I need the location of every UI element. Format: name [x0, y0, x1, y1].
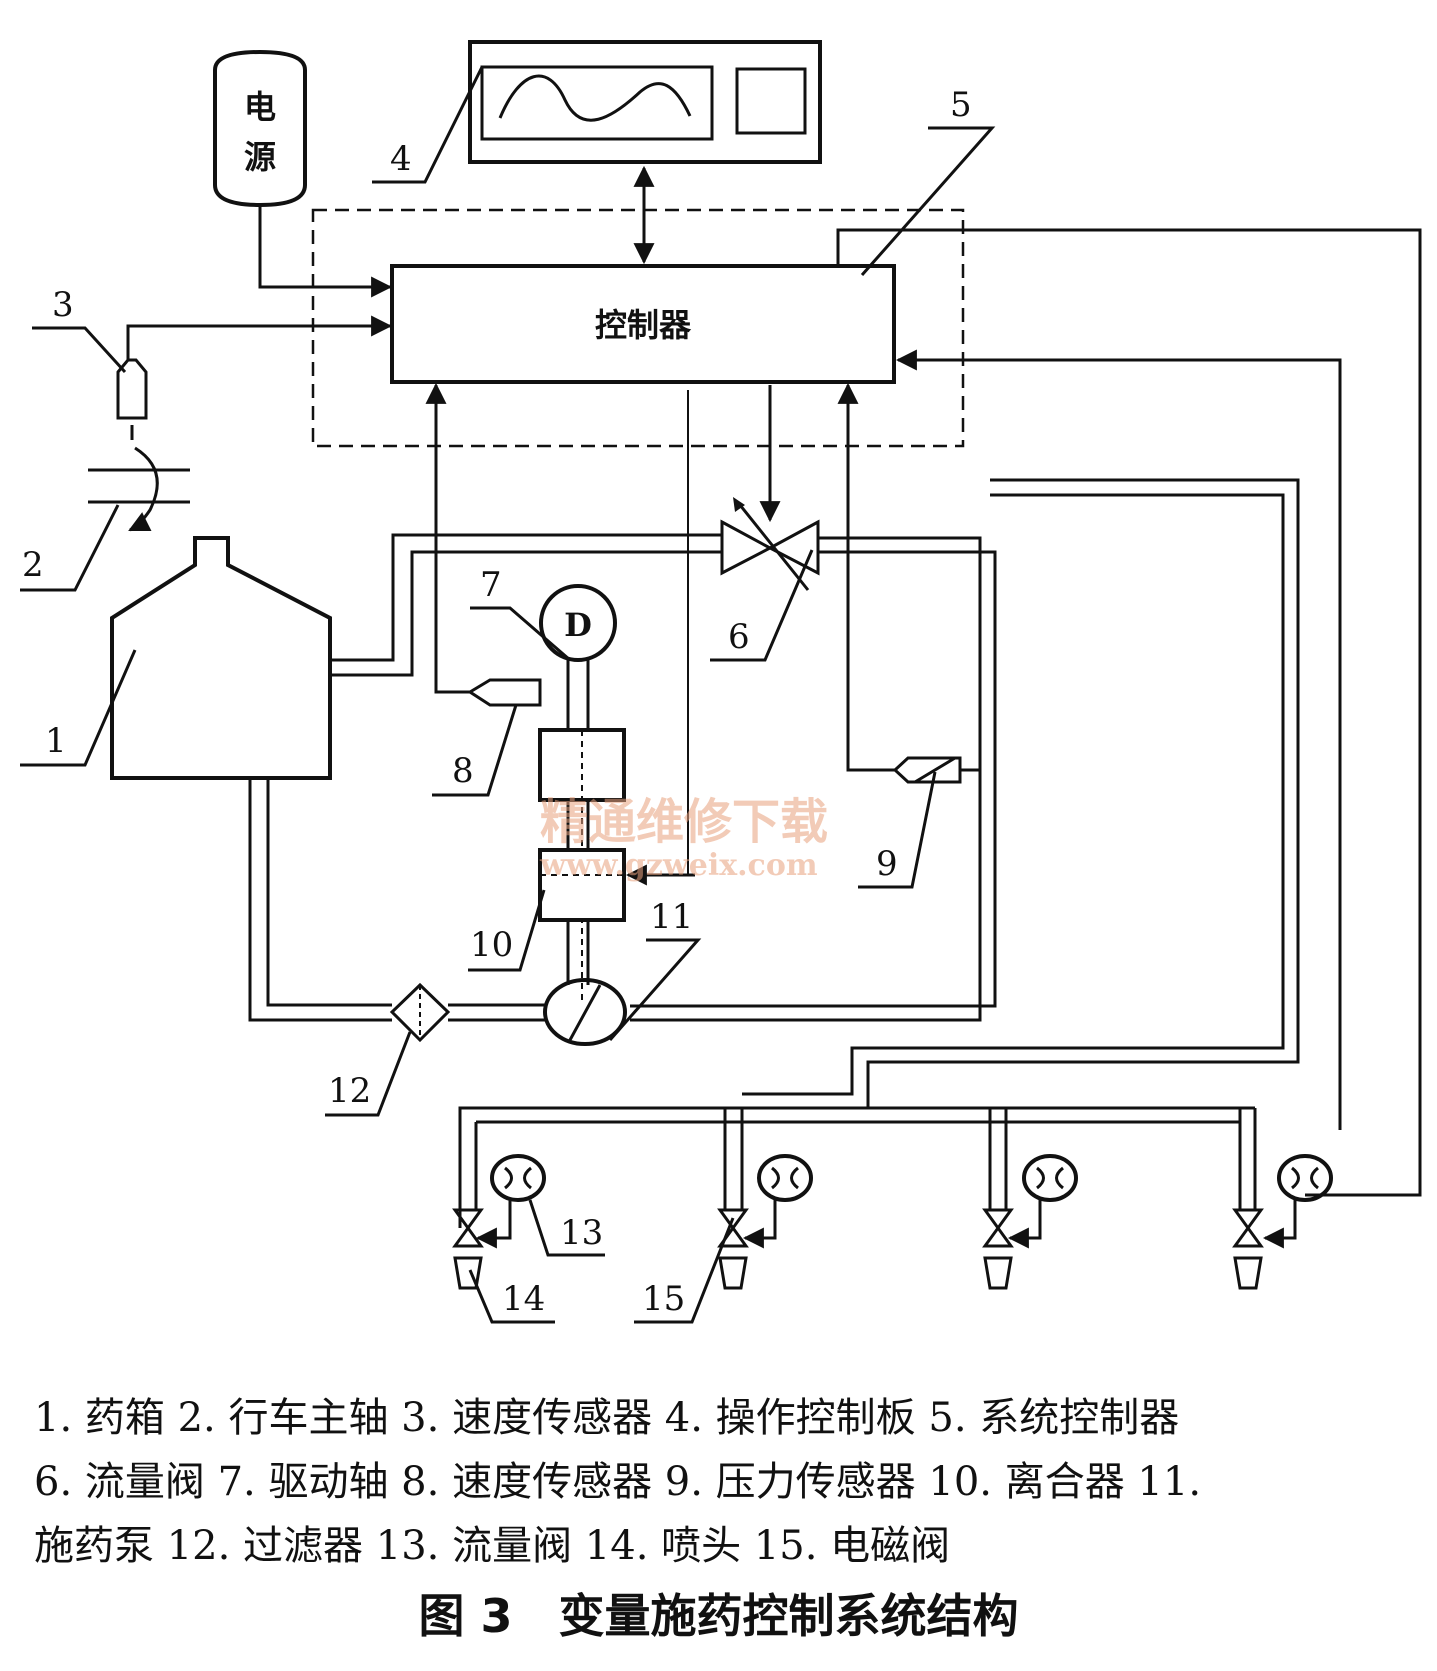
system-controller-frame [311, 208, 965, 448]
callout-15: 15 [642, 1279, 685, 1319]
callout-4: 4 [390, 139, 412, 179]
callout-14: 14 [502, 1279, 545, 1319]
callout-10: 10 [470, 925, 513, 965]
callout-5: 5 [950, 85, 972, 125]
filter-12 [389, 982, 451, 1043]
power-supply: 电 源 [213, 49, 307, 208]
legend-line-2: 6. 流量阀 7. 驱动轴 8. 速度传感器 9. 压力传感器 10. 离合器 … [34, 1459, 1202, 1505]
controller-box [390, 264, 896, 384]
speed-sensor-8 [467, 678, 542, 707]
watermark-cn: 精通维修下载 [540, 794, 828, 850]
legend: 1. 药箱 2. 行车主轴 3. 速度传感器 4. 操作控制板 5. 系统控制器… [34, 1386, 1414, 1578]
medicine-tank [110, 536, 332, 780]
legend-line-1: 1. 药箱 2. 行车主轴 3. 速度传感器 4. 操作控制板 5. 系统控制器 [34, 1395, 1180, 1441]
nozzle-unit-4 [1232, 1108, 1333, 1290]
clutch [538, 848, 626, 922]
drive-main-axle [88, 446, 190, 532]
watermark-url: www.gzweix.com [539, 848, 818, 883]
callout-1: 1 [45, 721, 67, 761]
spray-pump [543, 978, 627, 1046]
callout-9: 9 [876, 844, 898, 884]
speed-sensor-3 [116, 358, 148, 440]
system-diagram: 电 源 控制器 [20, 40, 1422, 1324]
callout-13: 13 [560, 1213, 603, 1253]
pressure-sensor-9 [892, 756, 962, 784]
flow-valve-6 [720, 497, 820, 591]
callouts: 1 2 3 4 5 6 7 8 9 10 11 12 13 14 15 [20, 66, 996, 1324]
figure-caption: 图 3 变量施药控制系统结构 [418, 1589, 1019, 1643]
motor [539, 584, 617, 662]
callout-6: 6 [728, 617, 750, 657]
callout-3: 3 [52, 285, 74, 325]
nozzle-unit-1 [452, 1122, 546, 1290]
callout-12: 12 [328, 1071, 371, 1111]
nozzle-unit-2 [717, 1108, 813, 1290]
nozzle-unit-3 [982, 1108, 1078, 1290]
callout-2: 2 [22, 545, 44, 585]
power-label-2: 源 [244, 138, 276, 176]
power-label-1: 电 [244, 88, 276, 126]
callout-7: 7 [480, 565, 502, 605]
legend-line-3: 施药泵 12. 过滤器 13. 流量阀 14. 喷头 15. 电磁阀 [34, 1523, 951, 1569]
controller-label: 控制器 [595, 306, 692, 344]
operation-control-panel [468, 40, 822, 164]
callout-11: 11 [650, 897, 693, 937]
callout-8: 8 [452, 751, 474, 791]
motor-label: D [564, 606, 592, 644]
